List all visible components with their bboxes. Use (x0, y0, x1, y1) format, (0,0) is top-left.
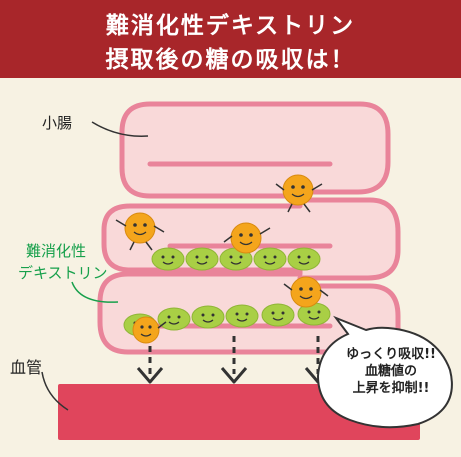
sugar-character (283, 276, 329, 308)
leader-line-blood (41, 371, 69, 411)
label-dextrin-line2: デキストリン (18, 264, 108, 282)
bubble-line-2: 血糖値の (364, 364, 417, 379)
leader-line-intestine (91, 121, 149, 137)
dextrin-ball (151, 247, 185, 271)
title-banner: 難消化性デキストリン 摂取後の糖の吸収は！ (0, 0, 461, 78)
dextrin-ball (261, 303, 295, 327)
dextrin-ball (185, 247, 219, 271)
label-small-intestine: 小腸 (42, 114, 73, 132)
bubble-line-1: ゆっくり吸収!! (346, 347, 436, 362)
absorption-arrow (136, 346, 164, 384)
label-dextrin-line1: 難消化性 (26, 242, 87, 260)
speech-bubble-text: ゆっくり吸収!! 血糖値の 上昇を抑制!! (320, 346, 461, 397)
title-line-2: 摂取後の糖の吸収は！ (105, 47, 356, 73)
bubble-line-3: 上昇を抑制!! (352, 381, 430, 396)
dextrin-row-upper (151, 247, 321, 271)
sugar-character (223, 222, 271, 254)
absorption-arrow (220, 336, 248, 384)
dextrin-ball (157, 307, 191, 331)
speech-bubble (316, 315, 453, 429)
sugar-character (115, 212, 165, 251)
dextrin-ball (191, 305, 225, 329)
dextrin-ball (287, 247, 321, 271)
sugar-character (275, 174, 323, 213)
sugar-character (132, 316, 167, 344)
title-line-1: 難消化性デキストリン (105, 13, 356, 39)
leader-line-dextrin (71, 281, 119, 303)
label-blood-vessel: 血管 (10, 358, 43, 377)
dextrin-ball (253, 247, 287, 271)
dextrin-ball (225, 304, 259, 328)
